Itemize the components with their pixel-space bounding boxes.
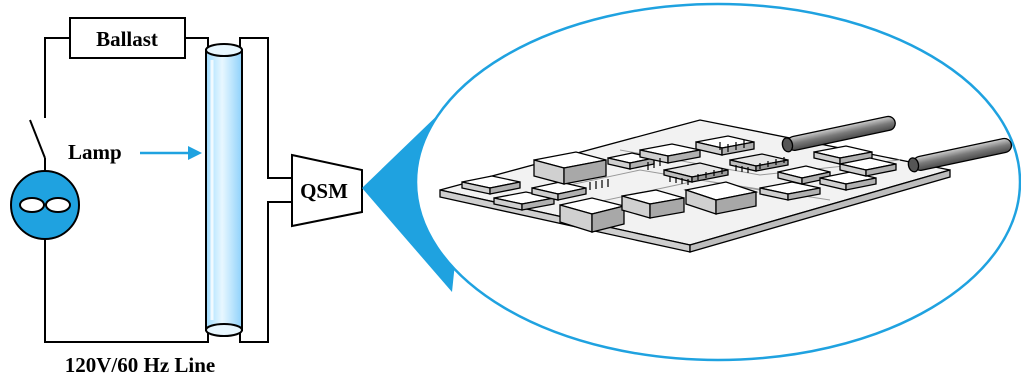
ballast-box: Ballast: [69, 17, 186, 59]
circuit-wires: [44, 37, 292, 343]
circuit-board-icon: [439, 115, 1013, 253]
ac-source-icon: [10, 170, 80, 240]
connector-rod: [781, 115, 896, 153]
switch-icon: [29, 119, 46, 159]
lamp-arrow-icon: [140, 146, 202, 160]
line-voltage-label: 120V/60 Hz Line: [65, 353, 216, 377]
qsm-module: QSM: [291, 153, 363, 228]
lamp-tube: [205, 43, 243, 337]
lamp-label: Lamp: [68, 140, 122, 164]
connector-rod: [907, 137, 1013, 173]
ballast-label: Ballast: [96, 27, 158, 51]
qsm-label: QSM: [300, 179, 348, 203]
